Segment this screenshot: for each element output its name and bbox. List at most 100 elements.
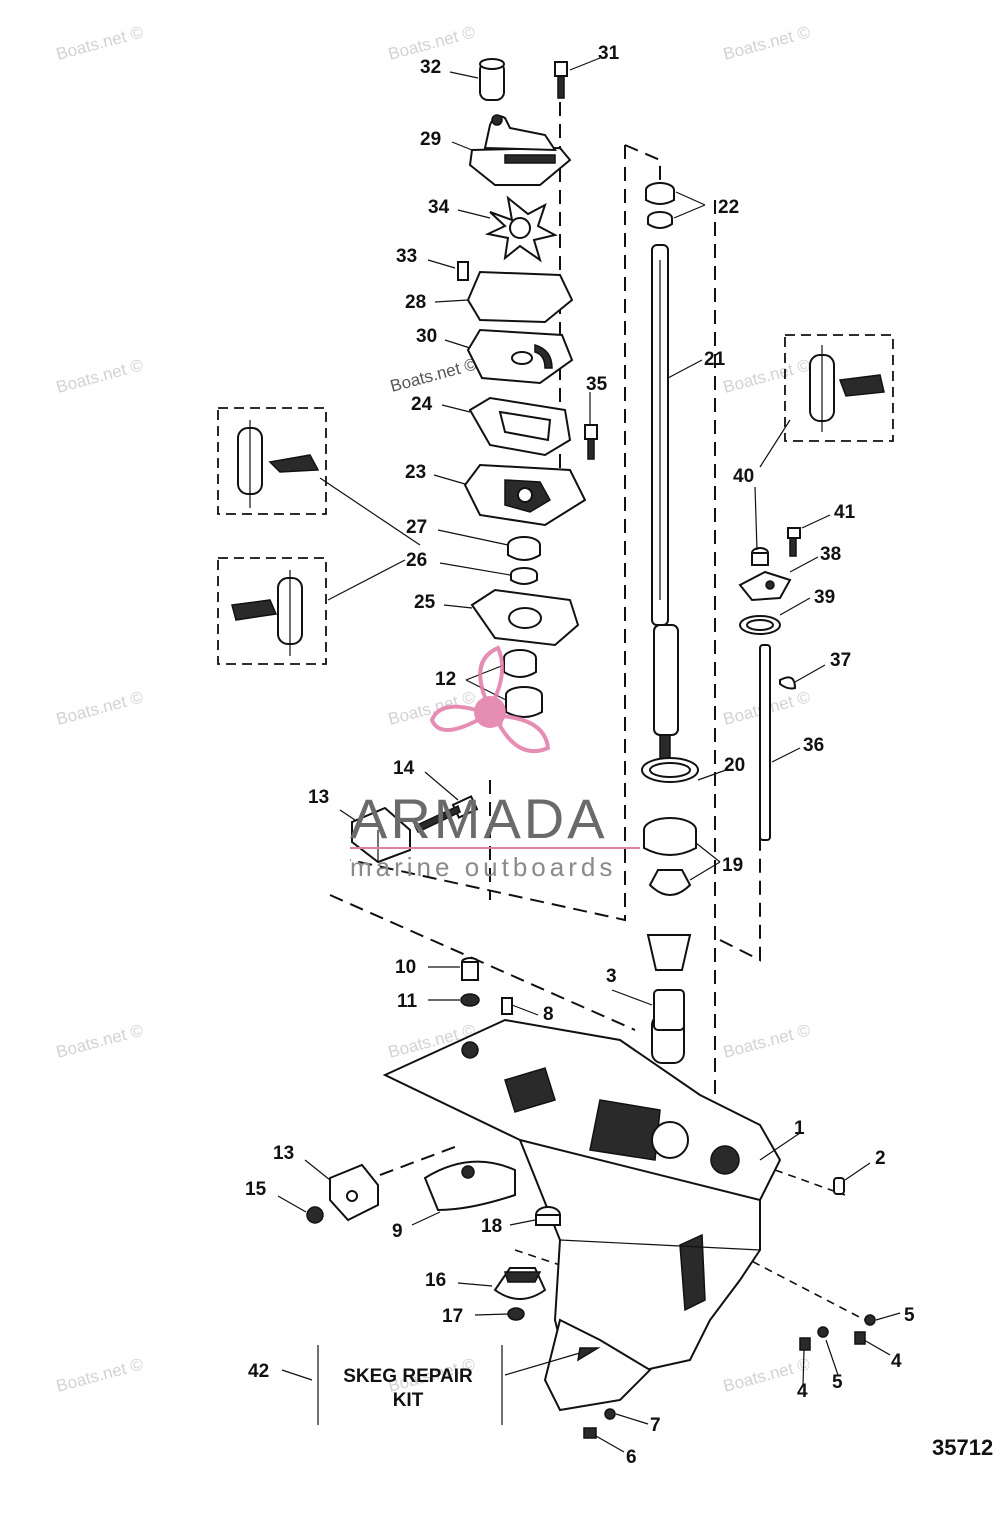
part-26-seal xyxy=(511,568,537,584)
watermark: Boats.net © xyxy=(54,355,145,397)
watermark: Boats.net © xyxy=(54,1020,145,1062)
label-part-19: 19 xyxy=(722,855,743,876)
label-part-31: 31 xyxy=(598,43,620,64)
label-part-22: 22 xyxy=(718,197,739,218)
part-23-pump-base xyxy=(465,465,585,525)
label-part-30: 30 xyxy=(416,326,437,347)
label-part-27: 27 xyxy=(406,517,427,538)
part-4-screw xyxy=(800,1338,810,1350)
part-27-seal xyxy=(508,537,540,560)
label-part-8: 8 xyxy=(543,1004,554,1025)
watermark: Boats.net © xyxy=(388,354,479,396)
part-22-bushing xyxy=(646,183,674,228)
label-part-21: 21 xyxy=(704,349,726,370)
part-9-trim-tab xyxy=(425,1162,515,1210)
label-part-7: 7 xyxy=(650,1415,661,1436)
part-6-screw xyxy=(584,1428,596,1438)
label-part-4-right: 4 xyxy=(891,1351,902,1372)
part-30-face-plate xyxy=(468,330,572,383)
part-33-key xyxy=(458,262,468,280)
part-29-water-pump-housing xyxy=(470,115,570,185)
part-2-plug xyxy=(834,1178,844,1194)
label-part-14: 14 xyxy=(393,758,415,779)
part-7-washer xyxy=(605,1409,615,1419)
part-38-shift-retainer xyxy=(740,572,790,600)
label-part-2: 2 xyxy=(875,1148,886,1169)
label-part-10: 10 xyxy=(395,957,416,978)
part-34-impeller xyxy=(488,198,555,260)
part-12-bearings xyxy=(504,650,542,717)
label-part-28: 28 xyxy=(405,292,426,313)
figure-number: 35712 xyxy=(932,1435,993,1460)
label-part-9: 9 xyxy=(392,1221,403,1242)
label-part-25: 25 xyxy=(414,592,436,613)
label-part-13-upper: 13 xyxy=(308,787,329,808)
watermark: Boats.net © xyxy=(54,1354,145,1396)
label-part-38: 38 xyxy=(820,544,841,565)
label-part-33: 33 xyxy=(396,246,417,267)
part-24-gasket xyxy=(470,398,570,455)
label-part-11: 11 xyxy=(397,991,418,1012)
label-part-12: 12 xyxy=(435,669,456,690)
label-part-24: 24 xyxy=(411,394,433,415)
watermark: Boats.net © xyxy=(721,1020,812,1062)
label-part-26: 26 xyxy=(406,550,427,571)
part-40-bushing xyxy=(752,548,768,565)
label-part-34: 34 xyxy=(428,197,450,218)
brand-name: ARMADA xyxy=(350,787,608,850)
label-part-42: 42 xyxy=(248,1361,269,1382)
label-part-36: 36 xyxy=(803,735,824,756)
part-15-nut xyxy=(307,1207,323,1223)
part-3-sleeve xyxy=(648,935,690,1063)
part-18-nut xyxy=(536,1207,560,1225)
label-part-5-left: 5 xyxy=(832,1372,843,1393)
part-5-washer xyxy=(865,1315,875,1325)
label-part-20: 20 xyxy=(724,755,745,776)
label-part-39: 39 xyxy=(814,587,835,608)
label-part-16: 16 xyxy=(425,1270,446,1291)
label-part-41: 41 xyxy=(834,502,856,523)
part-19-bearing xyxy=(644,818,696,895)
part-39-seal xyxy=(740,616,780,634)
part-31-screw xyxy=(555,62,567,98)
part-17-nut xyxy=(508,1308,524,1320)
inset-27 xyxy=(218,408,326,514)
part-37-clip xyxy=(780,677,795,688)
part-8-pin xyxy=(502,998,512,1014)
label-part-15: 15 xyxy=(245,1179,267,1200)
skeg-kit-line1: SKEG REPAIR xyxy=(343,1366,473,1387)
part-5-washer xyxy=(818,1327,828,1337)
part-28-gasket xyxy=(468,272,572,322)
part-41-screw xyxy=(788,528,800,556)
label-part-37: 37 xyxy=(830,650,851,671)
inset-40 xyxy=(785,335,893,441)
part-35-screw xyxy=(585,425,597,459)
watermark: Boats.net © xyxy=(721,355,812,397)
part-21-drive-shaft xyxy=(652,245,678,760)
brand-tagline: marine outboards xyxy=(350,852,616,882)
label-part-32: 32 xyxy=(420,57,441,78)
part-20-bearing-race xyxy=(642,758,698,782)
part-36-shift-shaft xyxy=(760,645,770,840)
label-part-23: 23 xyxy=(405,462,426,483)
label-part-3: 3 xyxy=(606,966,617,987)
label-part-29: 29 xyxy=(420,129,441,150)
watermark: Boats.net © xyxy=(721,22,812,64)
part-4-screw xyxy=(855,1332,865,1344)
watermark: Boats.net © xyxy=(54,22,145,64)
label-part-17: 17 xyxy=(442,1306,463,1327)
watermark: Boats.net © xyxy=(54,687,145,729)
part-25-gasket xyxy=(472,590,578,645)
part-10-plug xyxy=(462,958,478,980)
part-16-gear xyxy=(495,1268,545,1299)
part-32-sleeve xyxy=(480,59,504,100)
label-part-4-left: 4 xyxy=(797,1381,808,1402)
label-part-13-lower: 13 xyxy=(273,1143,294,1164)
part-13-anode-lower xyxy=(330,1165,378,1220)
inset-26 xyxy=(218,558,326,664)
label-part-35: 35 xyxy=(586,374,608,395)
label-part-1: 1 xyxy=(794,1118,805,1139)
part-11-washer xyxy=(461,994,479,1006)
label-part-40: 40 xyxy=(733,466,754,487)
